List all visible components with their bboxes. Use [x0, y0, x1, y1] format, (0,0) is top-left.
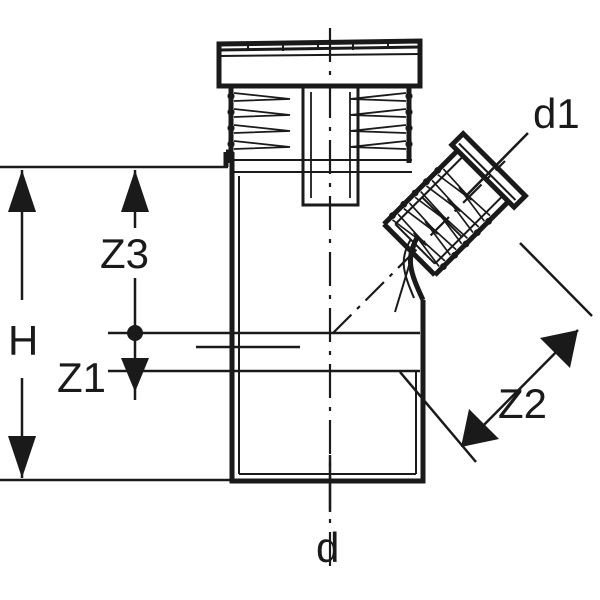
branch-thread-profile-top [391, 168, 473, 247]
branch-thread-profile-bottom [412, 186, 491, 268]
access-cover-group [216, 38, 423, 207]
branch-top-edge [382, 148, 460, 226]
z3-intersection-dot [127, 325, 143, 341]
branch-thread-crests-top [389, 166, 442, 220]
z2-extension-lower [399, 371, 477, 463]
branch-end-flange [448, 130, 529, 211]
label-d1: d1 [533, 90, 580, 137]
h-arrow-top [8, 170, 36, 212]
cap-rim-inner-line-2 [218, 53, 421, 57]
cap-top-rim-outline [216, 38, 423, 62]
z3-arrow-top [121, 170, 149, 212]
d1-leader-line [465, 132, 529, 197]
thread-profile-left [233, 92, 291, 150]
branch-bottom-edge [433, 199, 511, 277]
z2-arrow-upper [540, 330, 578, 368]
label-H: H [8, 317, 38, 364]
label-Z3: Z3 [100, 230, 149, 277]
cap-rim-ribs [247, 43, 389, 51]
branch-flange-inner-line [458, 142, 517, 201]
branch-bore-bottom [434, 195, 504, 265]
label-Z2: Z2 [498, 380, 547, 427]
branch-thread-crests-bottom [439, 217, 493, 270]
branch-rotated-assembly [382, 130, 529, 277]
cap-center-stem [301, 86, 360, 207]
h-arrow-bottom [8, 436, 36, 478]
thread-crests-right [405, 92, 413, 148]
branch-lower-flank [394, 235, 419, 313]
z2-extension-upper [519, 242, 593, 317]
branch-bore-top [394, 155, 464, 225]
branch-socket-group [382, 130, 529, 313]
thread-crests-left [227, 92, 235, 148]
dimension-lines-group [0, 132, 593, 512]
label-Z1: Z1 [57, 354, 106, 401]
z1-arrow-bottom [121, 358, 149, 392]
label-d: d [316, 524, 339, 571]
cap-body-outline [216, 60, 423, 89]
branch-junction-fillet [407, 234, 426, 302]
cap-rim-inner-line [218, 45, 421, 52]
branch-centerline-group [332, 160, 506, 334]
branch-wall-top [382, 222, 437, 277]
branch-junction-fillet-inner [402, 238, 415, 299]
dimension-labels-group: H Z3 Z1 Z2 d1 d [8, 90, 580, 571]
branch-centerline [332, 160, 506, 334]
z2-arrow-lower [461, 409, 499, 447]
